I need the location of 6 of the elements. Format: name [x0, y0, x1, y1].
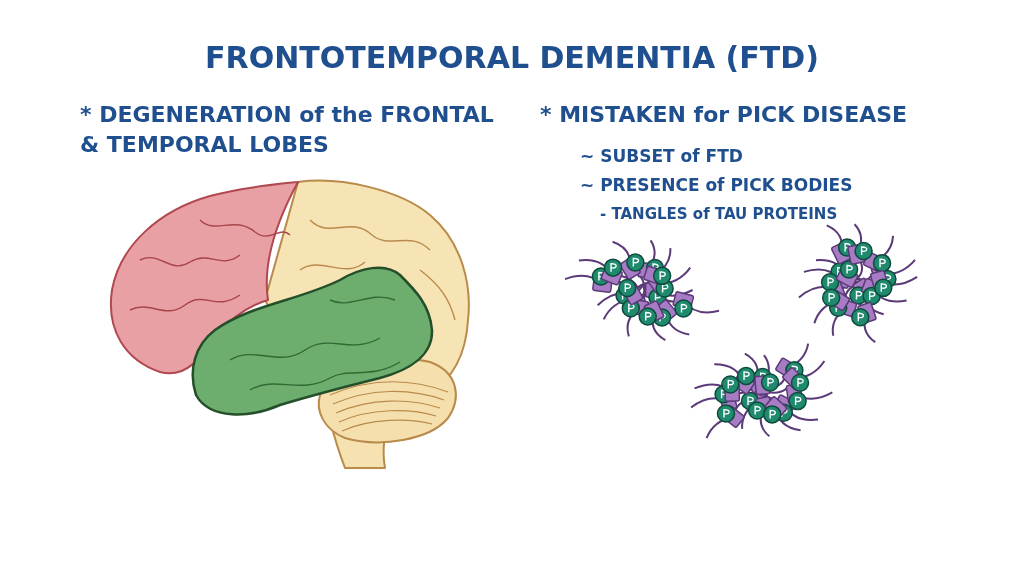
sub-bullet-text: ~ PRESENCE of PICK BODIES — [580, 175, 854, 195]
bullet-text: * MISTAKEN for PICK DISEASE — [540, 101, 909, 129]
sub-bullet-text: - TANGLES of TAU PROTEINS — [600, 205, 839, 223]
title: FRONTOTEMPORAL DEMENTIA (FTD) — [204, 40, 820, 75]
bullet-text: * DEGENERATION of the FRONTAL & TEMPORAL LOBES — [80, 101, 495, 159]
sub-bullet-text: ~ SUBSET of FTD — [580, 146, 744, 166]
